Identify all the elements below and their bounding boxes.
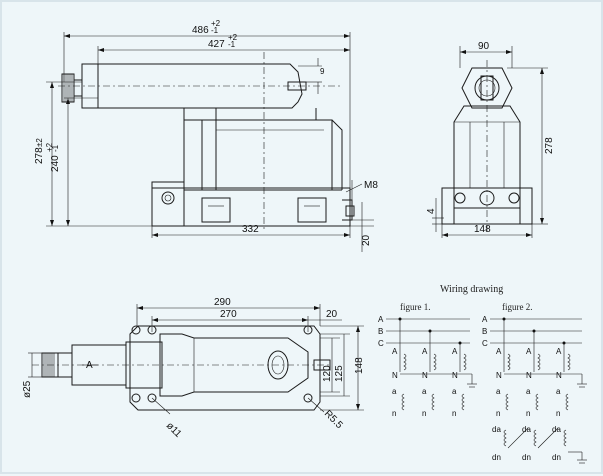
fig2-bus-b: B xyxy=(482,327,487,336)
top-view: 290 270 20 A xyxy=(22,297,365,440)
dim-486-tol-upper: +2 xyxy=(211,19,221,28)
arrow-a: A xyxy=(86,360,93,371)
dim-427: 427 xyxy=(208,39,225,50)
dim-290: 290 xyxy=(214,297,231,308)
side-view: 486 +2 -1 427 +2 -1 278 ±2 240 +2 -1 xyxy=(34,19,378,252)
dim-148: 148 xyxy=(474,224,491,235)
fig2-sa1: a xyxy=(496,387,501,396)
fig2-sn1: n xyxy=(496,409,500,418)
dim-148-top: 148 xyxy=(354,357,365,374)
fig1-sn2: n xyxy=(422,409,426,418)
fig1-bus-b: B xyxy=(378,327,383,336)
dim-90: 90 xyxy=(478,41,490,52)
figure2-label: figure 2. xyxy=(502,302,533,312)
dim-4: 4 xyxy=(426,208,437,214)
dim-278-front: 278 xyxy=(544,137,555,154)
fig1-n2: N xyxy=(422,371,428,380)
fig1-n3: N xyxy=(452,371,458,380)
dim-125: 125 xyxy=(334,365,345,382)
fig1-sn1: n xyxy=(392,409,396,418)
fig1-n1: N xyxy=(392,371,398,380)
front-view: 90 278 4 148 xyxy=(426,41,555,238)
dim-270: 270 xyxy=(220,309,237,320)
dim-240-tol-lower: -1 xyxy=(51,144,60,152)
dim-240-tol-upper: +2 xyxy=(45,142,54,152)
dim-486-tol-lower: -1 xyxy=(211,26,219,35)
fig2-n3: N xyxy=(556,371,562,380)
fig2-sn2: n xyxy=(526,409,530,418)
figure1-label: figure 1. xyxy=(400,302,431,312)
wiring-drawing: Wiring drawing figure 1. figure 2. A B C… xyxy=(378,284,587,464)
fig1-sn3: n xyxy=(452,409,456,418)
wiring-title: Wiring drawing xyxy=(440,284,503,295)
label-m8: M8 xyxy=(364,180,378,191)
fig1-bus-c: C xyxy=(378,339,384,348)
primary-tube xyxy=(97,63,303,109)
fig1-a3: A xyxy=(452,347,458,356)
fig2-sn3: n xyxy=(556,409,560,418)
fig2-sa3: a xyxy=(556,387,561,396)
fig2-a1: A xyxy=(496,347,502,356)
dim-332: 332 xyxy=(242,224,259,235)
dim-phi11: ø11 xyxy=(164,420,184,440)
fig2-bus-a: A xyxy=(482,315,488,324)
fig2-n2: N xyxy=(526,371,532,380)
fig2-a2: A xyxy=(526,347,532,356)
fig1-a1: A xyxy=(392,347,398,356)
fig2-da1: da xyxy=(492,425,501,434)
fig2-dn1: dn xyxy=(492,453,501,462)
fig1-a2: A xyxy=(422,347,428,356)
fig2-bus-c: C xyxy=(482,339,488,348)
dim-278: 278 xyxy=(34,147,45,164)
dim-427-tol-lower: -1 xyxy=(228,40,236,49)
fig1-bus-a: A xyxy=(378,315,384,324)
top-base xyxy=(129,325,321,411)
dim-120: 120 xyxy=(322,365,333,382)
fig1-sa3: a xyxy=(452,387,457,396)
fig1-sa1: a xyxy=(392,387,397,396)
base-plate xyxy=(151,187,351,227)
dim-240: 240 xyxy=(50,155,61,172)
dim-20-top: 20 xyxy=(326,309,338,320)
dim-9: 9 xyxy=(320,67,325,76)
dim-r55: R5.5 xyxy=(322,408,345,431)
head-hex xyxy=(461,67,513,109)
dim-20: 20 xyxy=(361,234,372,246)
fig2-dn2: dn xyxy=(522,453,531,462)
dim-278-tol: ±2 xyxy=(35,138,44,147)
fig2-dn3: dn xyxy=(552,453,561,462)
dim-486: 486 xyxy=(192,25,209,36)
fig2-a3: A xyxy=(556,347,562,356)
fig2-sa2: a xyxy=(526,387,531,396)
dim-427-tol-upper: +2 xyxy=(228,33,238,42)
fig1-sa2: a xyxy=(422,387,427,396)
fig2-n1: N xyxy=(496,371,502,380)
dim-phi25: ø25 xyxy=(22,380,33,398)
